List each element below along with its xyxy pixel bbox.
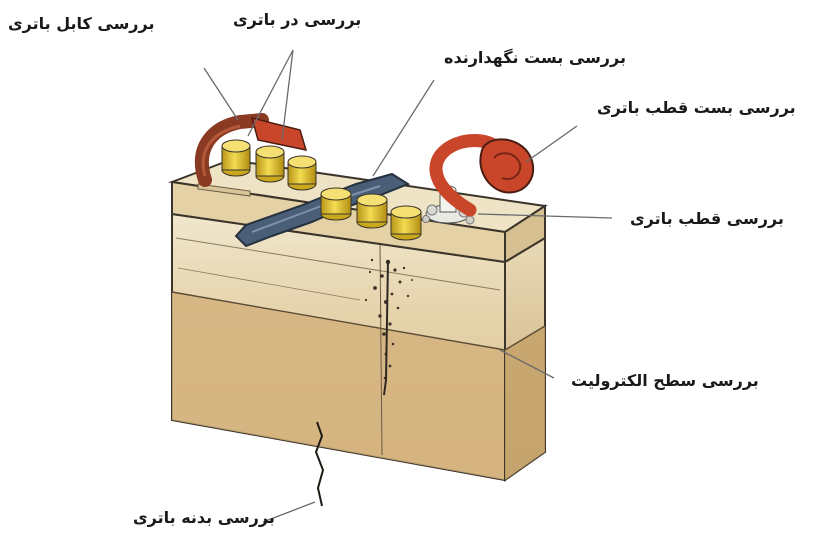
label-battery-terminal: بررسی قطب باتری: [630, 209, 784, 229]
cell-cap: [288, 156, 316, 190]
label-electrolyte-level: بررسی سطح الکترولیت: [571, 371, 759, 391]
cell-cap: [357, 194, 387, 228]
label-battery-case: بررسی بدنه باتری: [133, 508, 275, 528]
label-battery-cable: بررسی کابل باتری: [8, 14, 154, 34]
cell-cap: [391, 206, 421, 240]
leader-line-clamp: [526, 126, 577, 162]
label-terminal-clamp: بررسی بست قطب باتری: [597, 98, 796, 118]
label-hold-down-clamp: بررسی بست نگهدارنده: [444, 48, 626, 68]
leader-line-cable: [204, 68, 238, 120]
terminal-clamp: [480, 139, 533, 192]
label-battery-cap: بررسی در باتری: [233, 10, 361, 30]
leader-line-holddown: [373, 80, 434, 176]
cell-cap: [256, 146, 284, 182]
cell-cap: [321, 188, 351, 220]
cell-cap: [222, 140, 250, 176]
battery-cable-connector: [252, 118, 306, 150]
